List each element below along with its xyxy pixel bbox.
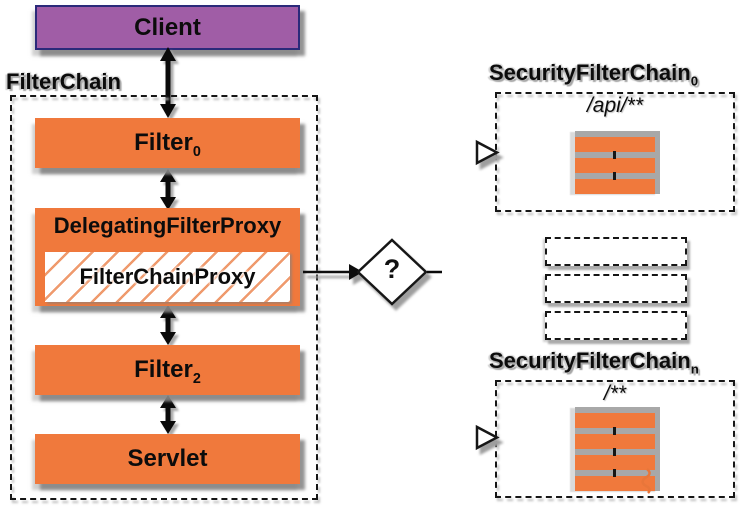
arrow-filter2-servlet [160,395,176,434]
ellipsis-dot [613,151,616,159]
security-filter-bar [575,137,655,152]
security-filter-bar [575,455,655,470]
security-chain-n-bars [575,407,660,491]
decision-question-label: ? [383,254,401,284]
servlet-box: Servlet [35,434,300,484]
omitted-chain-box [545,237,687,266]
arrow-filter0-dfp [160,169,176,210]
omitted-chain-boxes [545,237,687,348]
servlet-label: Servlet [127,445,208,472]
ellipsis-dot [613,469,616,477]
security-chain-0-title: SecurityFilterChain0 [489,60,699,89]
filter2-box: Filter2 [35,345,300,395]
security-filter-bar [575,413,655,428]
arrow-dfp-filter2 [160,305,176,345]
ellipsis-dot [613,172,616,180]
security-filter-bar [575,158,655,173]
delegating-filter-proxy-label: DelegatingFilterProxy [53,213,282,238]
ellipsis-dot [613,448,616,456]
security-chain-0-pattern: /api/** [586,94,644,117]
security-filter-bar [575,476,655,491]
ellipsis-dot [613,427,616,435]
arrowhead-into-chain-n [475,424,500,451]
omitted-chain-box [545,311,687,340]
security-chain-n-title: SecurityFilterChainn [489,348,699,377]
filter-chain-proxy-box: FilterChainProxy [45,252,290,302]
security-filter-bar [575,434,655,449]
filterchain-title: FilterChain [6,69,121,94]
filter0-label: Filter0 [134,129,201,160]
arrowhead-into-chain-0 [475,139,500,166]
security-chain-n-pattern: /** [603,382,627,405]
arrow-client-filter0 [160,47,176,118]
client-box: Client [35,5,300,50]
security-filter-bar [575,179,655,194]
filterchain-container [10,95,318,500]
security-chain-0-bars [575,131,660,194]
omitted-chain-box [545,274,687,303]
filter0-box: Filter0 [35,118,300,168]
client-label: Client [134,13,201,41]
delegating-filter-proxy-box: DelegatingFilterProxy FilterChainProxy [35,208,300,306]
filter2-label: Filter2 [134,356,201,387]
filter-chain-proxy-label: FilterChainProxy [79,264,256,289]
